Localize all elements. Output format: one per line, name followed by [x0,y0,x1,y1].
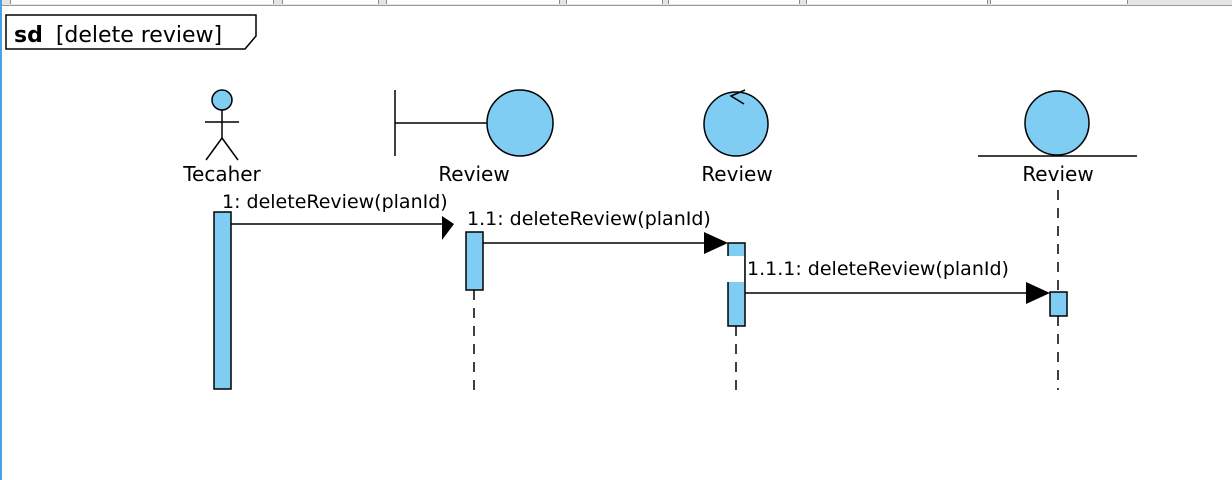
participant-entity[interactable]: Review [978,90,1137,186]
svg-text:sd [delete review]: sd [delete review] [14,23,222,48]
activation-control[interactable] [727,242,746,327]
participant-label-control: Review [701,162,772,186]
message-1-1-1-arrowhead [1026,282,1050,304]
frame-name: [delete review] [56,23,222,48]
message-1[interactable]: 1: deleteReview(planId) [222,191,454,240]
message-1-1-1-label: 1.1.1: deleteReview(planId) [747,258,1009,280]
activation-actor[interactable] [213,211,232,390]
message-1-arrowhead [442,216,454,240]
message-1-1-1[interactable]: 1.1.1: deleteReview(planId) [726,256,1050,304]
activation-entity[interactable] [1049,291,1068,317]
message-1-1[interactable]: 1.1: deleteReview(planId) [454,208,728,254]
activation-boundary[interactable] [465,231,484,291]
top-toolbar-strip [0,0,1232,6]
participant-control[interactable]: Review [701,89,773,186]
message-1-1-arrowhead [704,232,728,254]
participant-label-actor: Tecaher [182,162,261,186]
actor-head [211,89,233,111]
message-1-label: 1: deleteReview(planId) [222,191,448,213]
frame-label[interactable]: sd [delete review] [5,14,257,50]
message-1-1-label: 1.1: deleteReview(planId) [467,208,711,230]
participant-label-boundary: Review [438,162,509,186]
canvas-left-border [0,0,2,480]
activations [213,211,1068,390]
frame-keyword: sd [14,23,43,48]
lifelines [473,190,1059,390]
participant-actor[interactable]: Tecaher [182,89,262,186]
participant-label-entity: Review [1022,162,1093,186]
participant-boundary[interactable]: Review [394,89,554,186]
